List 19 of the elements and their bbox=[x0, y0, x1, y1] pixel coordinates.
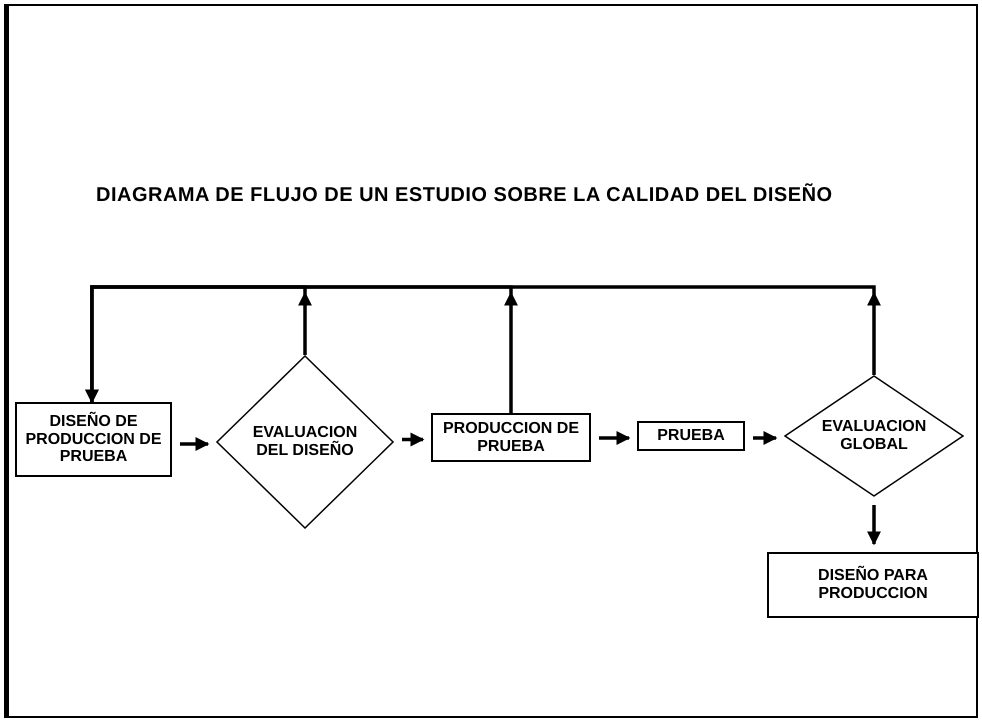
node-label: PRUEBA bbox=[656, 427, 726, 445]
node-label: DISEÑO PARA PRODUCCION bbox=[817, 567, 929, 603]
arrow bbox=[180, 437, 210, 451]
arrow bbox=[867, 505, 881, 546]
node-label: DISEÑO DE PRODUCCION DE PRUEBA bbox=[24, 413, 162, 466]
node-label: EVALUACION GLOBAL bbox=[820, 418, 928, 454]
arrow bbox=[753, 431, 778, 445]
node-label: EVALUACION DEL DISEÑO bbox=[252, 424, 358, 460]
process-box bbox=[431, 413, 591, 462]
node-label: PRODUCCION DE PRUEBA bbox=[442, 420, 580, 456]
diagram-title: DIAGRAMA DE FLUJO DE UN ESTUDIO SOBRE LA CALIDAD DEL DISEÑO bbox=[96, 182, 833, 208]
process-box bbox=[637, 421, 745, 451]
feedback-arrow bbox=[84, 285, 881, 404]
decision-diamond bbox=[784, 375, 964, 497]
decision-diamond bbox=[216, 355, 394, 529]
process-box bbox=[15, 402, 172, 477]
arrow bbox=[402, 432, 424, 446]
arrow bbox=[599, 431, 630, 445]
process-box bbox=[767, 552, 979, 618]
